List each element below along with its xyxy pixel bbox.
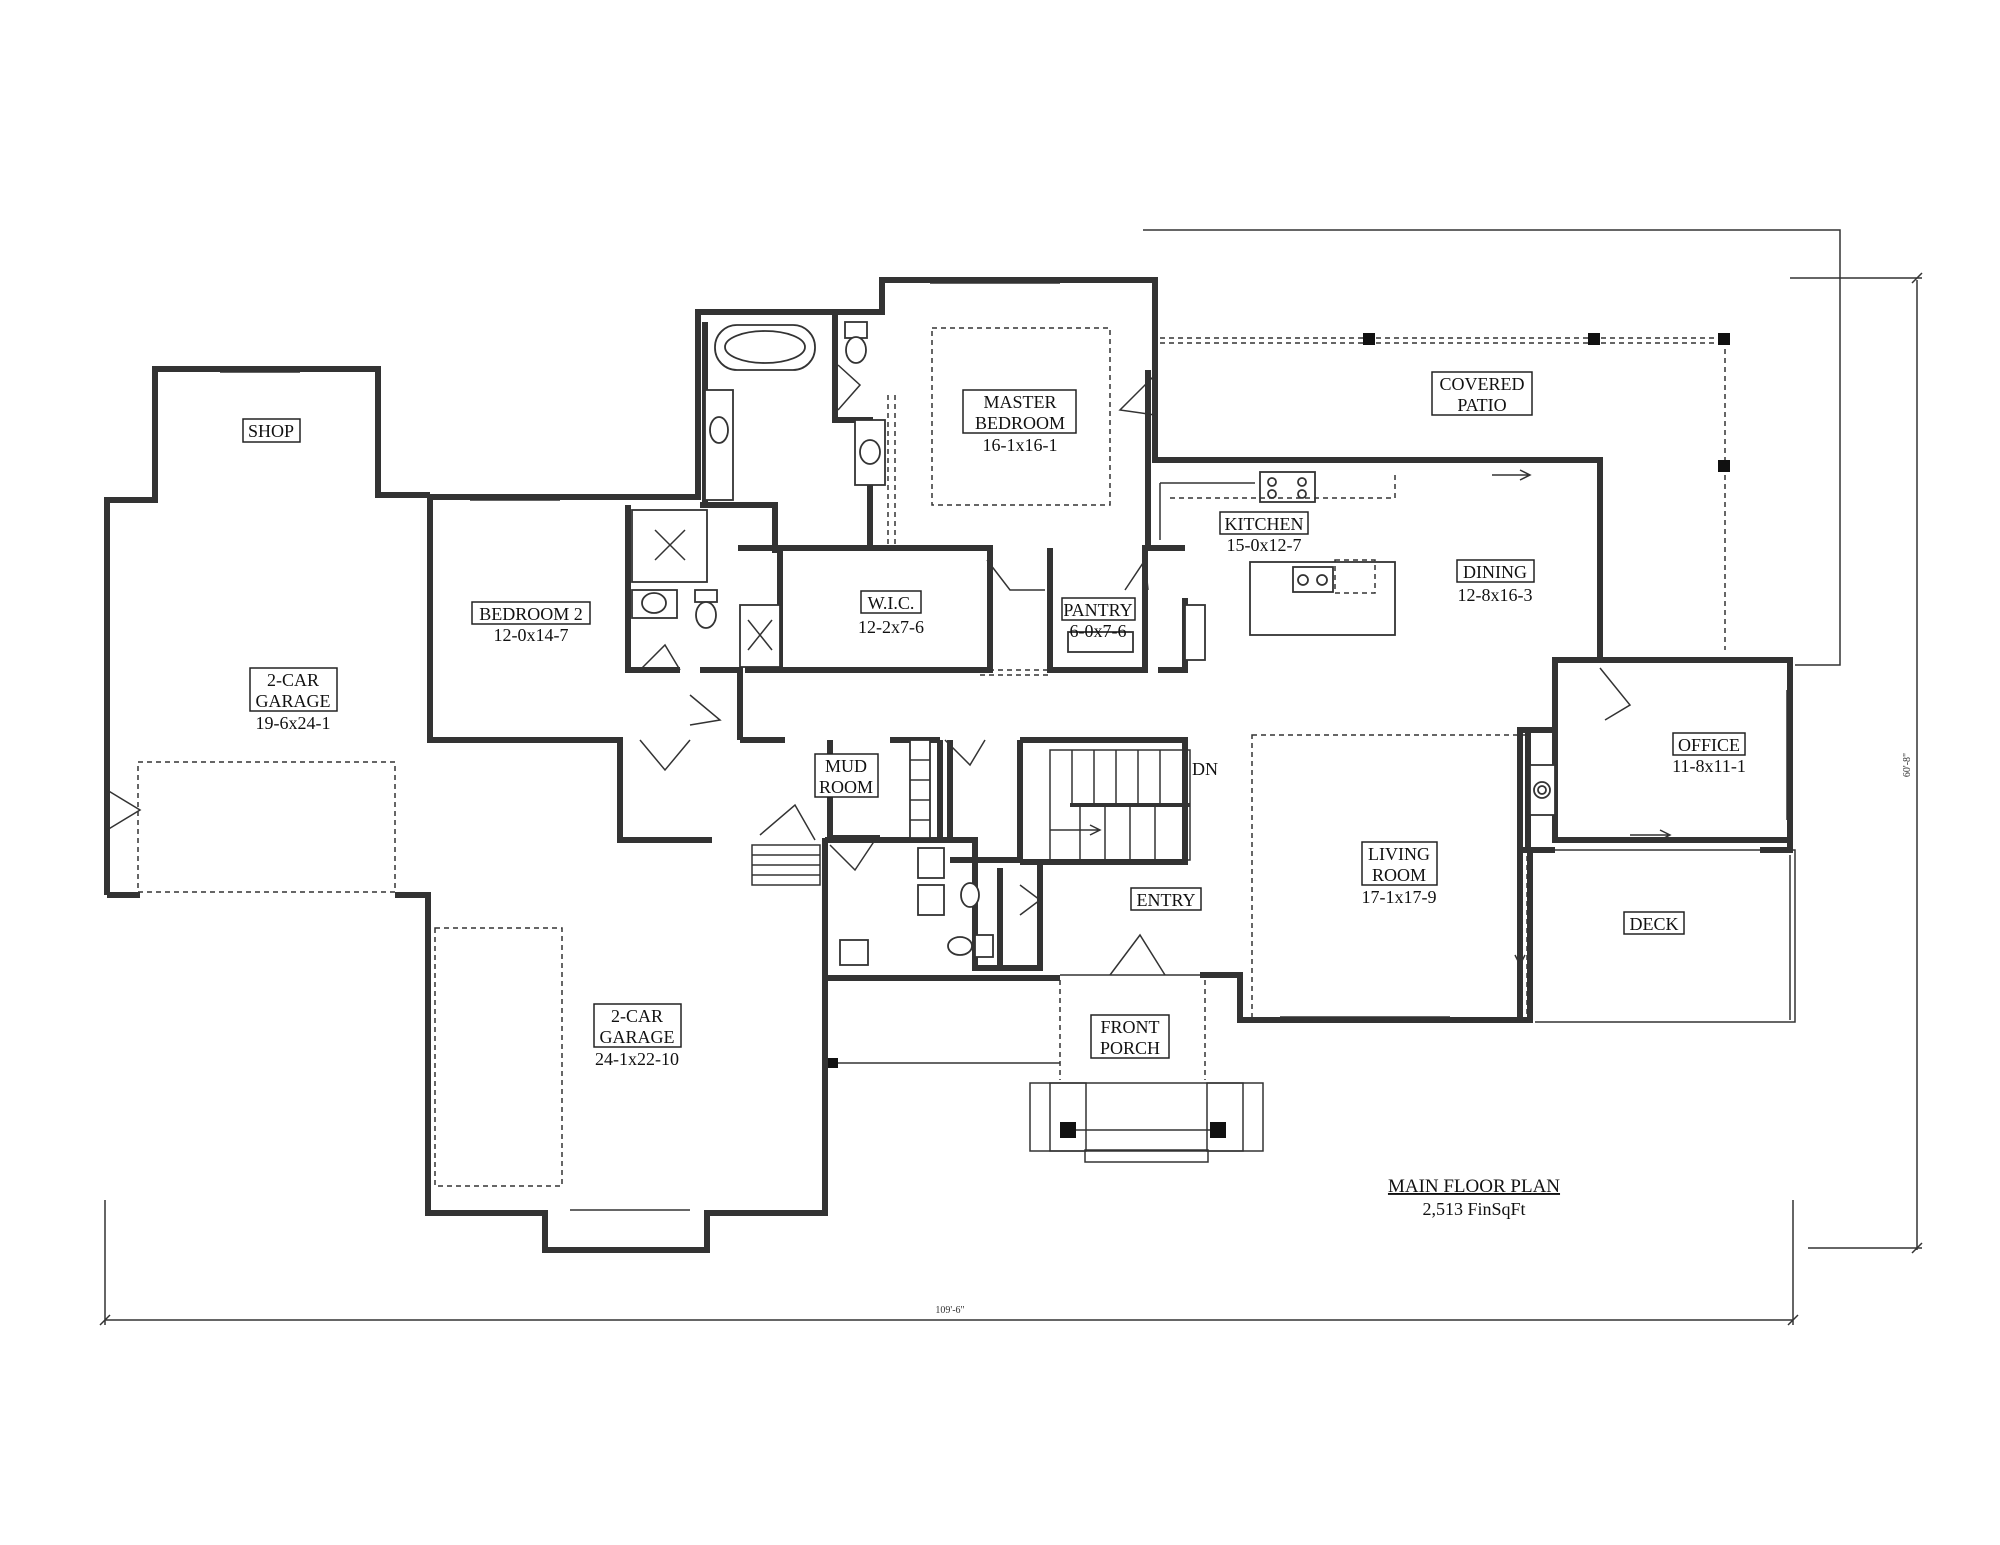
room-label-living-room: LIVING ROOM 17-1x17-9 — [1361, 841, 1438, 907]
svg-text:LIVING: LIVING — [1368, 844, 1430, 864]
sink-icon — [839, 939, 869, 966]
svg-text:PANTRY: PANTRY — [1063, 600, 1132, 620]
patio-post — [1718, 460, 1730, 472]
plan-title: MAIN FLOOR PLAN — [1388, 1176, 1560, 1197]
svg-text:MUD: MUD — [825, 756, 867, 776]
room-label-wic: W.I.C. 12-2x7-6 — [858, 590, 924, 637]
svg-text:ROOM: ROOM — [1372, 865, 1426, 885]
svg-text:ROOM: ROOM — [819, 777, 873, 797]
svg-text:2-CAR: 2-CAR — [267, 670, 319, 690]
svg-text:GARAGE: GARAGE — [600, 1027, 675, 1047]
room-label-shop: SHOP — [242, 418, 301, 443]
room-label-master-bedroom: MASTER BEDROOM 16-1x16-1 — [962, 389, 1077, 455]
sink-icon — [859, 439, 881, 465]
svg-text:FRONT: FRONT — [1100, 1017, 1159, 1037]
room-label-office: OFFICE 11-8x11-1 — [1672, 732, 1746, 776]
sink-icon — [960, 882, 980, 908]
svg-text:KITCHEN: KITCHEN — [1225, 514, 1304, 534]
covered-patio-outline — [1143, 229, 1841, 666]
plan-title-block: MAIN FLOOR PLAN 2,513 FinSqFt — [1388, 1176, 1560, 1219]
svg-text:W.I.C.: W.I.C. — [868, 593, 915, 613]
svg-text:PATIO: PATIO — [1457, 395, 1506, 415]
toilet-icon — [844, 321, 868, 339]
dryer-icon — [917, 884, 945, 916]
room-label-garage-main: 2-CAR GARAGE 24-1x22-10 — [593, 1003, 682, 1069]
overall-depth-dimension: 60'-8" — [1902, 753, 1913, 777]
svg-text:BEDROOM 2: BEDROOM 2 — [479, 604, 583, 624]
svg-text:SHOP: SHOP — [248, 421, 294, 441]
svg-text:11-8x11-1: 11-8x11-1 — [1672, 756, 1746, 776]
sink-icon — [641, 592, 667, 614]
room-label-pantry: PANTRY 6-0x7-6 — [1061, 597, 1136, 641]
patio-post — [1363, 333, 1375, 345]
room-label-deck: DECK — [1623, 911, 1685, 935]
svg-text:2-CAR: 2-CAR — [611, 1006, 663, 1026]
svg-text:12-0x14-7: 12-0x14-7 — [494, 625, 569, 645]
porch-post — [1060, 1122, 1076, 1138]
svg-text:19-6x24-1: 19-6x24-1 — [256, 713, 331, 733]
sink-icon — [709, 416, 729, 444]
porch-post — [1210, 1122, 1226, 1138]
room-label-garage-left: 2-CAR GARAGE 19-6x24-1 — [249, 667, 338, 733]
svg-text:24-1x22-10: 24-1x22-10 — [595, 1049, 679, 1069]
svg-text:DECK: DECK — [1630, 914, 1679, 934]
room-label-kitchen: KITCHEN 15-0x12-7 — [1219, 511, 1309, 555]
room-label-covered-patio: COVERED PATIO — [1431, 371, 1533, 416]
room-label-bedroom2: BEDROOM 2 12-0x14-7 — [471, 601, 591, 645]
svg-text:16-1x16-1: 16-1x16-1 — [983, 435, 1058, 455]
kitchen-island — [1249, 561, 1396, 636]
deck-outline — [1535, 849, 1796, 1023]
svg-text:ENTRY: ENTRY — [1136, 890, 1195, 910]
patio-post — [1588, 333, 1600, 345]
svg-text:MASTER: MASTER — [983, 392, 1056, 412]
dashed-lines — [137, 327, 1528, 1187]
svg-text:COVERED: COVERED — [1440, 374, 1525, 394]
stairs-down-label: DN — [1192, 759, 1218, 779]
room-label-entry: ENTRY — [1130, 887, 1202, 911]
exterior-walls — [104, 277, 1793, 1253]
room-label-mud-room: MUD ROOM — [814, 753, 879, 798]
plan-area: 2,513 FinSqFt — [1422, 1199, 1525, 1219]
svg-text:12-2x7-6: 12-2x7-6 — [858, 617, 924, 637]
stairs: DN — [751, 749, 1218, 886]
svg-text:PORCH: PORCH — [1100, 1038, 1160, 1058]
svg-text:15-0x12-7: 15-0x12-7 — [1227, 535, 1302, 555]
overall-width-dimension: 109'-6" — [935, 1305, 964, 1316]
toilet-icon — [694, 589, 718, 603]
svg-text:BEDROOM: BEDROOM — [975, 413, 1065, 433]
svg-text:OFFICE: OFFICE — [1678, 735, 1740, 755]
dimension-lines: 109'-6" 60'-8" — [99, 272, 1923, 1326]
washer-icon — [917, 847, 945, 879]
toilet-icon — [974, 934, 994, 958]
svg-text:DINING: DINING — [1463, 562, 1527, 582]
room-label-dining: DINING 12-8x16-3 — [1456, 559, 1535, 605]
front-porch-structure — [828, 980, 1264, 1163]
patio-post — [1718, 333, 1730, 345]
windows — [220, 282, 1788, 1211]
room-label-front-porch: FRONT PORCH — [1090, 1014, 1170, 1059]
svg-text:6-0x7-6: 6-0x7-6 — [1070, 621, 1127, 641]
svg-text:17-1x17-9: 17-1x17-9 — [1362, 887, 1437, 907]
svg-text:12-8x16-3: 12-8x16-3 — [1458, 585, 1533, 605]
room-labels: SHOP 2-CAR GARAGE 19-6x24-1 BEDROOM 2 12… — [242, 371, 1746, 1069]
fixtures — [631, 321, 1556, 966]
doors — [106, 364, 1672, 976]
svg-text:GARAGE: GARAGE — [256, 691, 331, 711]
